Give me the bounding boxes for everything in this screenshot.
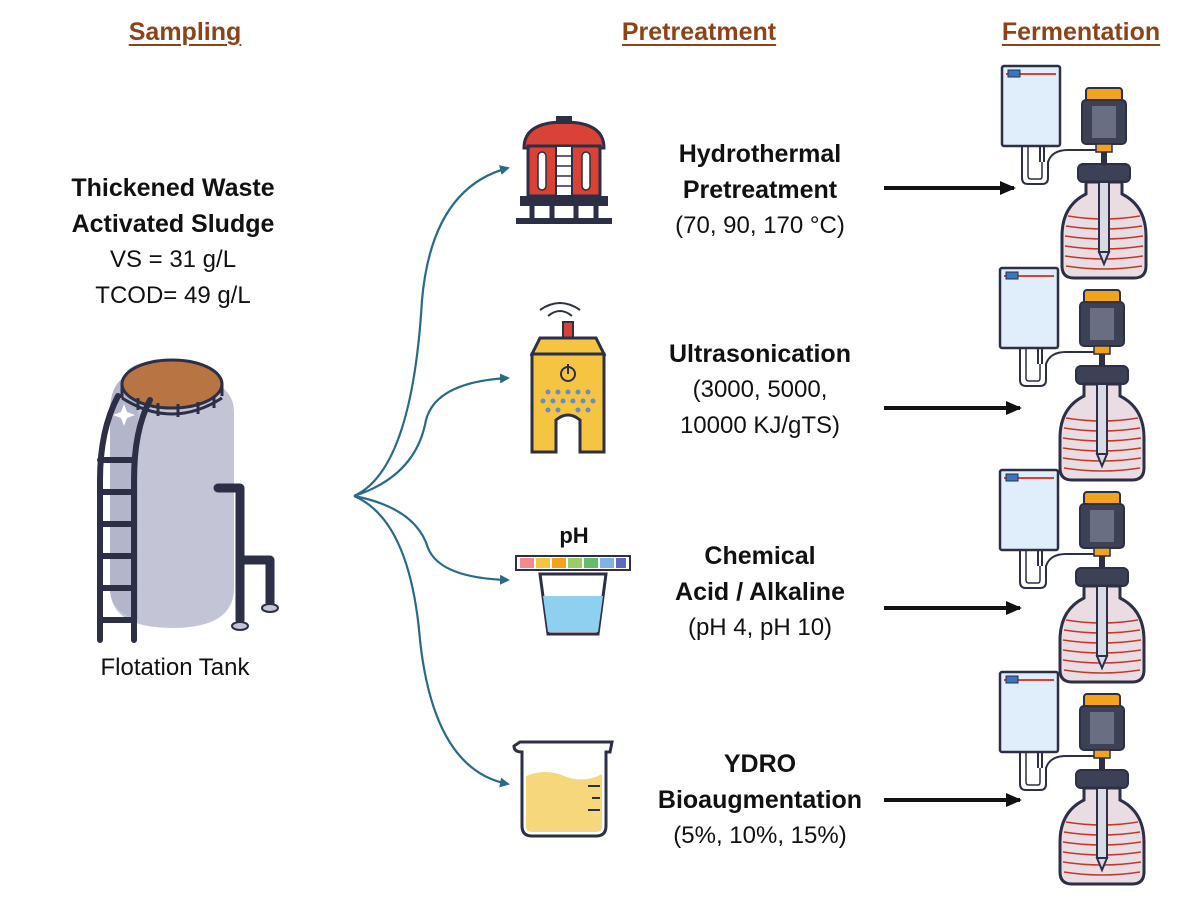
pretreatment-detail-line2: 10000 KJ/gTS) [679,412,841,439]
pretreatment-hydrothermal: Hydrothermal Pretreatment (70, 90, 170 °… [640,136,880,244]
fermenter-icon [1000,64,1148,280]
pretreatment-title-line2: Pretreatment [682,176,838,204]
static-artwork [97,64,1148,886]
sample-description: Thickened Waste Activated Sludge VS = 31… [38,170,308,314]
ph-strip-icon [515,555,631,636]
sample-vs: VS = 31 g/L [109,246,237,273]
ultrasonicator-icon [529,302,607,454]
ph-label: pH [559,523,589,548]
pretreatment-title-line1: Ultrasonication [669,340,851,368]
sample-title-line2: Activated Sludge [71,210,275,238]
pretreatment-detail-line1: (3000, 5000, [692,376,828,403]
pretreatment-ultrasonication: Ultrasonication (3000, 5000, 10000 KJ/gT… [640,336,880,444]
pretreatment-title-line2: Bioaugmentation [657,786,863,814]
tank-label: Flotation Tank [100,654,250,681]
flow-arrows [884,181,1022,807]
header-sampling: Sampling [128,18,242,46]
pretreatment-detail-line1: (5%, 10%, 15%) [673,822,847,849]
reactor-icon [516,116,612,224]
branch-connectors [353,165,510,788]
sample-title-line1: Thickened Waste [71,174,275,202]
flotation-tank-icon [97,358,279,643]
pretreatment-title-line1: YDRO [723,750,797,778]
pretreatment-bioaugmentation: YDRO Bioaugmentation (5%, 10%, 15%) [640,746,880,854]
fermenter-icon [998,670,1146,886]
header-fermentation: Fermentation [1001,18,1161,46]
fermenter-icon [998,468,1146,684]
pretreatment-chemical: Chemical Acid / Alkaline (pH 4, pH 10) [640,538,880,646]
fermenter-icon [998,266,1146,482]
pretreatment-title-line1: Hydrothermal [678,140,842,168]
pretreatment-detail-line1: (70, 90, 170 °C) [675,212,845,239]
header-pretreatment: Pretreatment [621,18,777,46]
pretreatment-title-line1: Chemical [704,542,816,570]
beaker-icon [512,740,614,838]
pretreatment-title-line2: Acid / Alkaline [675,578,845,606]
pretreatment-detail-line1: (pH 4, pH 10) [687,614,833,641]
sample-tcod: TCOD= 49 g/L [95,282,251,309]
